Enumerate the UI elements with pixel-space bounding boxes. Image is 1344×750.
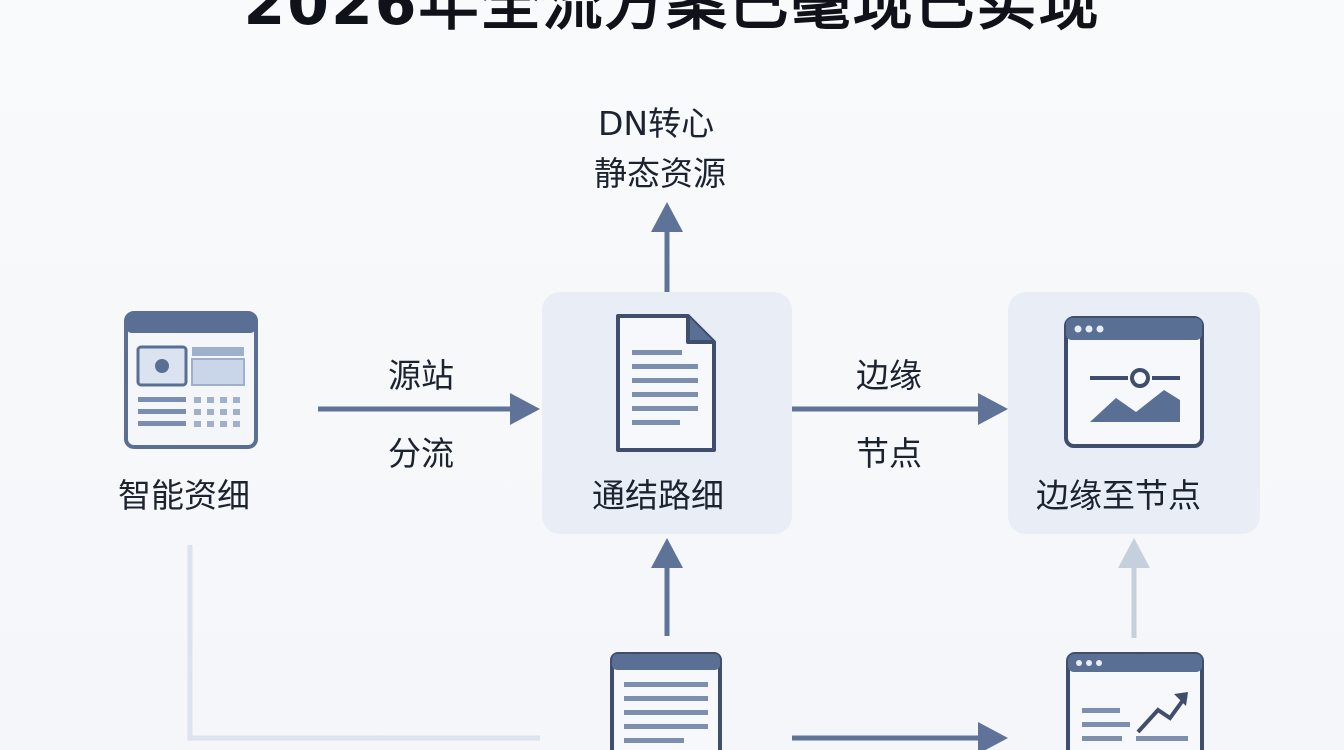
faint-connector-left <box>187 545 540 741</box>
routing-node-label: 通结路细 <box>592 476 724 515</box>
arrowhead-routing-to-cdn <box>651 202 683 232</box>
cdn-label-line2: 静态资源 <box>594 154 726 193</box>
browser-trend-icon <box>1066 652 1204 750</box>
arrowhead-bottom-chart-to-edge <box>1118 538 1150 568</box>
diagram-title: 2026年全流方案已毫现已实现 <box>243 0 1101 39</box>
edge-node-label-line1: 边缘 <box>856 356 922 395</box>
arrowhead-routing-to-edge <box>978 393 1008 425</box>
webpage-layout-icon <box>124 311 258 449</box>
arrowhead-bottom-to-routing <box>651 538 683 568</box>
document-window-icon <box>610 652 722 750</box>
cdn-label-line1: DN转心 <box>598 104 715 143</box>
arrowhead-bottom-doc-to-chart <box>978 722 1008 750</box>
edge-node-label-line2: 节点 <box>856 434 922 473</box>
document-icon <box>616 314 716 452</box>
edge-node-label: 边缘至节点 <box>1036 476 1201 515</box>
origin-split-label-line1: 源站 <box>388 356 454 395</box>
origin-split-label-line2: 分流 <box>388 434 454 473</box>
arrowhead-origin-to-routing <box>510 393 540 425</box>
browser-image-icon <box>1064 316 1204 448</box>
smart-resource-label: 智能资细 <box>118 476 250 515</box>
